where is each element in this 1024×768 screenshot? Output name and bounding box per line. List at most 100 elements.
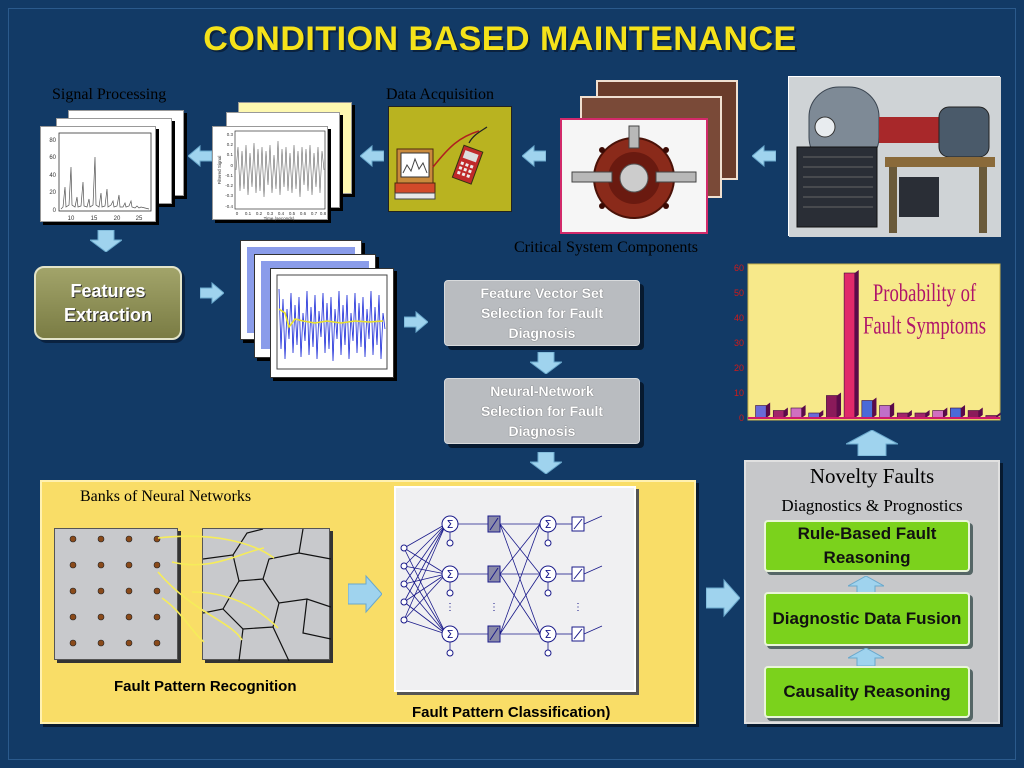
- neural-network-selection-button[interactable]: Neural-Network Selection for Fault Diagn…: [444, 378, 640, 444]
- chart-bar: [950, 407, 962, 419]
- chart-bar: [772, 410, 785, 419]
- test-rig-illustration: [788, 76, 1001, 237]
- spectrum-ytick: 60: [49, 155, 56, 161]
- chart-bar: [755, 405, 767, 419]
- rule-based-reasoning-button[interactable]: Rule-Based Fault Reasoning: [764, 520, 970, 572]
- time-xtick: 0.2: [256, 211, 263, 216]
- chart-bar-side: [783, 407, 788, 418]
- neural-networks-panel: Banks of Neural Networks: [40, 480, 696, 724]
- dot-grid-map: [54, 528, 178, 660]
- arrow-right-icon: [404, 310, 428, 334]
- chart-title-line-1: Probability of: [873, 278, 977, 306]
- chart-bar: [861, 400, 873, 419]
- svg-text:Σ: Σ: [545, 568, 552, 581]
- time-ytick: 0: [230, 163, 233, 168]
- diagnostics-panel: Novelty Faults Diagnostics & Prognostics…: [744, 460, 1000, 724]
- chart-bar-side: [890, 402, 895, 418]
- spectrum-plot: 80 60 40 20 0 10 15 20 25: [40, 126, 156, 222]
- time-xtick: 0.6: [300, 211, 307, 216]
- time-xtick: 0.8: [320, 211, 327, 216]
- arrow-right-icon: [706, 578, 740, 618]
- chart-bar-side: [837, 392, 842, 418]
- spectrum-ytick: 0: [53, 208, 57, 214]
- time-ytick: 0.3: [227, 132, 234, 137]
- chart-bar: [932, 410, 944, 419]
- svg-text:⋮: ⋮: [573, 602, 583, 613]
- chart-ytick: 40: [734, 313, 744, 323]
- features-extraction-button[interactable]: Features Extraction: [34, 266, 182, 340]
- time-xtick: 0.4: [278, 211, 285, 216]
- chart-bar-side: [872, 397, 877, 418]
- chart-bar: [843, 272, 856, 419]
- slide-frame: [8, 8, 1016, 760]
- time-ytick: -0.2: [225, 183, 233, 188]
- diagnostic-data-fusion-button[interactable]: Diagnostic Data Fusion: [764, 592, 970, 646]
- chart-bar-side: [907, 410, 912, 418]
- arrow-right-icon: [348, 574, 382, 614]
- novelty-faults-label: Novelty Faults: [809, 464, 935, 488]
- time-xtick: 0.5: [289, 211, 296, 216]
- arrow-down-icon: [530, 452, 562, 474]
- data-acquisition-label: Data Acquisition: [386, 86, 494, 103]
- chart-bar: [879, 405, 891, 419]
- chart-bar-side: [766, 402, 771, 418]
- banks-nn-label: Banks of Neural Networks: [80, 488, 252, 505]
- causality-reasoning-button[interactable]: Causality Reasoning: [764, 666, 970, 718]
- time-xtick: 0.1: [245, 211, 252, 216]
- arrow-right-icon: [200, 281, 224, 305]
- spectrum-xtick: 25: [136, 216, 143, 222]
- chart-bar-side: [978, 407, 983, 418]
- time-xtick: 0.3: [267, 211, 274, 216]
- chart-bar: [826, 395, 838, 419]
- gearbox-illustration: [560, 118, 708, 234]
- spectrum-xtick: 15: [91, 216, 98, 222]
- feature-vector-selection-button[interactable]: Feature Vector Set Selection for Fault D…: [444, 280, 640, 346]
- time-ytick: 0.1: [227, 152, 234, 157]
- mapping-arrows: [157, 535, 279, 643]
- spectrum-ytick: 40: [49, 173, 56, 179]
- arrow-left-icon: [752, 144, 776, 168]
- page-title: CONDITION BASED MAINTENANCE: [203, 20, 797, 58]
- critical-components-label: Critical System Components: [514, 239, 698, 256]
- time-plot: 0.3 0.2 0.1 0 -0.1 -0.2 -0.3 -0.4 0 0.1 …: [212, 126, 328, 221]
- signal-plot: [270, 268, 394, 378]
- spectrum-ytick: 20: [49, 190, 56, 196]
- svg-text:Σ: Σ: [447, 518, 454, 531]
- arrow-down-icon: [90, 230, 122, 252]
- chart-bar-side: [801, 405, 806, 418]
- time-xtick: 0: [236, 211, 239, 216]
- chart-bar: [967, 410, 980, 419]
- time-ytick: -0.4: [225, 204, 233, 209]
- spectrum-ytick: 80: [49, 138, 56, 144]
- arrow-left-icon: [360, 144, 384, 168]
- svg-text:Σ: Σ: [447, 568, 454, 581]
- chart-bar-side: [996, 412, 1001, 418]
- time-ylabel: Filtered Signal: [217, 156, 222, 185]
- chart-ytick: 50: [734, 288, 744, 298]
- fault-pattern-classification-label: Fault Pattern Classification): [412, 704, 611, 721]
- time-xlabel: Time (seconds): [264, 216, 295, 221]
- time-ytick: -0.1: [225, 173, 233, 178]
- chart-ytick: 30: [734, 338, 744, 348]
- svg-text:Σ: Σ: [447, 628, 454, 641]
- spectrum-xtick: 10: [68, 216, 75, 222]
- time-ytick: -0.3: [225, 193, 233, 198]
- chart-bar-side: [819, 410, 824, 418]
- svg-text:⋮: ⋮: [489, 602, 499, 613]
- arrow-left-icon: [522, 144, 546, 168]
- chart-bar-side: [961, 405, 966, 418]
- time-ytick: 0.2: [227, 142, 234, 147]
- diagnostics-prognostics-label: Diagnostics & Prognostics: [781, 496, 963, 515]
- svg-text:Σ: Σ: [545, 518, 552, 531]
- chart-bar-side: [854, 270, 859, 418]
- chart-bar: [790, 407, 802, 419]
- chart-title-line-2: Fault Symptoms: [863, 311, 986, 339]
- chart-ytick: 60: [734, 263, 744, 273]
- data-acquisition-illustration: [388, 106, 512, 212]
- chart-ytick: 20: [734, 363, 744, 373]
- arrow-up-icon: [848, 648, 884, 666]
- time-xtick: 0.7: [311, 211, 318, 216]
- chart-ytick: 10: [734, 388, 744, 398]
